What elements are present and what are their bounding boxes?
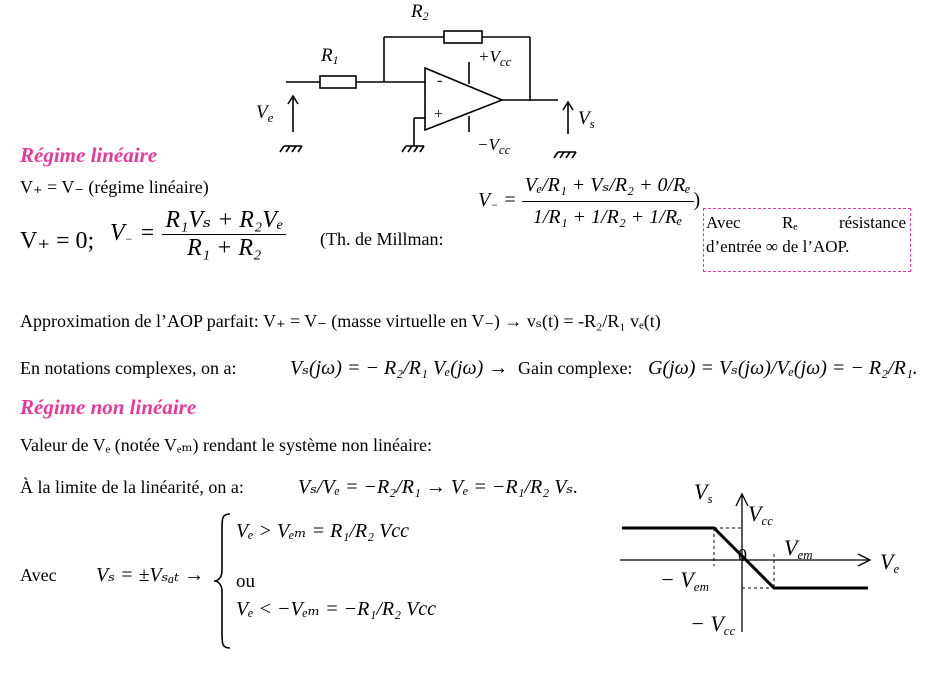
complex-gain-equation: G(jω) = Vₛ(jω)/Vₑ(jω) = − R₂/R₁.: [648, 357, 918, 379]
complex-notation-intro: En notations complexes, on a:: [20, 358, 237, 378]
heading-nonlinear-regime: Régime non linéaire: [20, 395, 197, 419]
saturation-or: ou: [236, 571, 255, 592]
saturation-equation: Vₛ = ±Vₛₐₜ →: [96, 564, 205, 586]
r2-label: R2: [411, 1, 429, 23]
complex-gain-label: Gain complexe:: [518, 358, 633, 378]
resistor-r2: [443, 30, 483, 44]
vcc-negative-label: −Vcc: [477, 135, 511, 157]
graph-vcc-label: Vcc: [748, 501, 773, 528]
linear-condition: V₊ = V₋ (régime linéaire): [20, 177, 209, 197]
graph-neg-vcc-label: − Vcc: [690, 611, 736, 638]
transfer-curve: [622, 526, 868, 590]
op-amp-triangle: [424, 66, 505, 132]
resistor-r1: [319, 75, 357, 89]
graph-neg-vem-label: − Vem: [660, 567, 709, 594]
millman-equation: V− = Vₑ/R₁ + Vₛ/R₂ + 0/Rₑ 1/R₁ + 1/R₂ + …: [478, 174, 701, 228]
complex-transfer-equation: Vₛ(jω) = − R₂/R₁ Vₑ(jω) →: [290, 357, 509, 379]
linearity-limit-equation: Vₛ/Vₑ = −R₂/R₁ → Vₑ = −R₁/R₂ Vₛ.: [298, 476, 579, 498]
transfer-characteristic-graph: [620, 492, 872, 632]
eq-vminus-fraction: V− = R₁Vₛ + R₂Vₑ R₁ + R₂: [110, 205, 287, 262]
vs-label: Vs: [578, 108, 595, 131]
inverting-amplifier-circuit: [279, 30, 577, 159]
r1-label: R1: [321, 45, 339, 67]
graph-vs-label: Vs: [694, 479, 713, 506]
graph-ve-axis-label: Ve: [880, 549, 900, 576]
vcc-positive-label: +Vcc: [478, 47, 512, 69]
left-brace: [213, 513, 231, 649]
nonlinear-threshold-text: Valeur de Vₑ (notée Vₑₘ) rendant le syst…: [20, 435, 432, 455]
graph-vem-label: Vem: [784, 535, 813, 562]
saturation-avec: Avec: [20, 565, 57, 585]
saturation-case-negative: Vₑ < −Vₑₘ = −R₁/R₂ Vcc: [236, 598, 437, 620]
inverting-input-sign: -: [437, 72, 443, 89]
graph-origin-label: 0: [738, 545, 747, 565]
ve-label: Ve: [256, 102, 274, 125]
millman-label: (Th. de Millman:: [320, 229, 444, 249]
eq-vplus-zero: V₊ = 0;: [20, 228, 95, 254]
noninverting-input-sign: +: [434, 106, 444, 123]
linearity-limit-text: À la limite de la linéarité, on a:: [20, 477, 244, 497]
ideal-opamp-approximation: Approximation de l’AOP parfait: V₊ = V₋ …: [20, 311, 661, 331]
heading-linear-regime: Régime linéaire: [20, 143, 158, 167]
saturation-case-positive: Vₑ > Vₑₘ = R₁/R₂ Vcc: [236, 520, 410, 542]
